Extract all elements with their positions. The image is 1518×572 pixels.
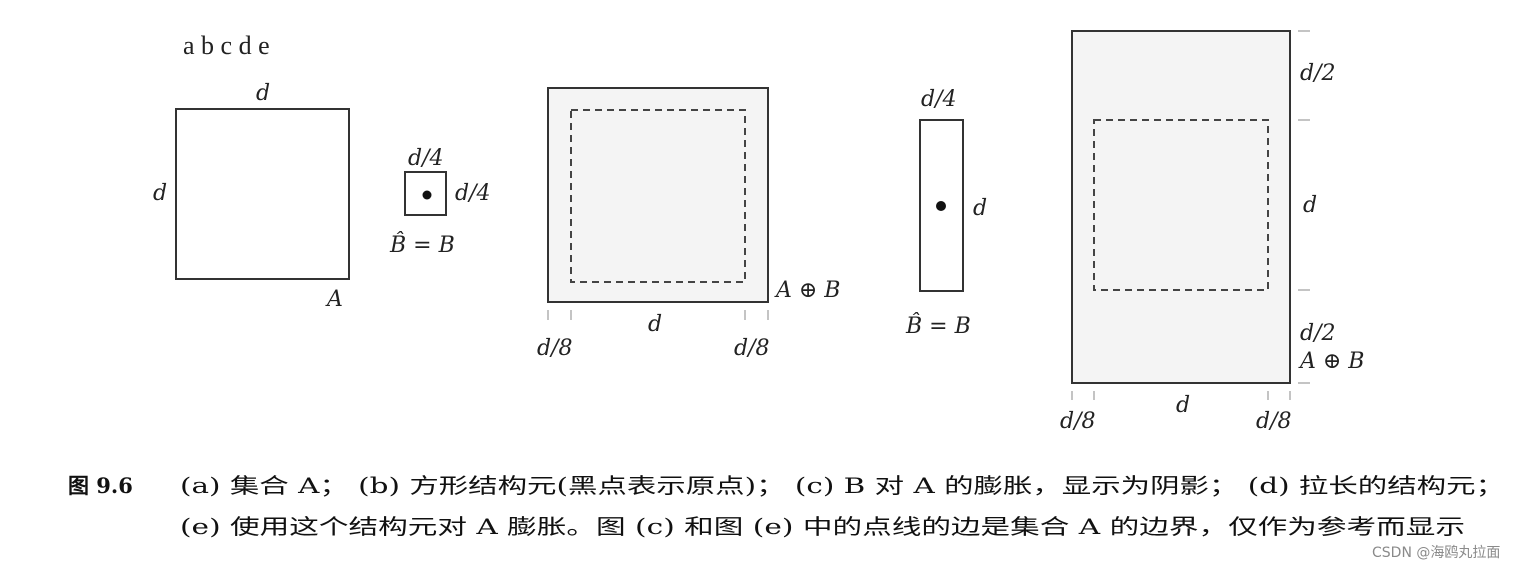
set-a-boundary [570, 109, 746, 283]
caption-line-1: (a) 集合 A； (b) 方形结构元(黑点表示原点)； (c) B 对 A 的… [180, 474, 1505, 498]
panel-b-top-label: d/4 [408, 146, 444, 171]
panel-letters: a b c d e [183, 31, 270, 60]
dilation-result [1071, 30, 1291, 384]
panel-e-right-top: d/2 [1300, 61, 1336, 86]
panel-a-name: A [325, 287, 343, 312]
set-a-square [175, 108, 350, 280]
panel-e-bottom-left: d/8 [1060, 409, 1096, 434]
panel-c-bottom-left: d/8 [537, 336, 573, 361]
dilation-result [547, 87, 769, 303]
panel-a-left-label: d [153, 181, 167, 206]
panel-e-bottom-right: d/8 [1256, 409, 1292, 434]
panel-c-name: A ⊕ B [774, 278, 840, 303]
figure-number: 图 9.6 [68, 473, 133, 498]
panel-b: d/4 d/4 B̂ = B [389, 146, 491, 258]
panel-e-right-mid: d [1303, 193, 1317, 218]
panel-e-bottom-mid: d [1176, 393, 1190, 418]
origin-dot [936, 201, 946, 211]
panel-e-right-bottom: d/2 [1300, 321, 1336, 346]
panel-d-caption: B̂ = B [905, 313, 971, 339]
elongated-structuring-element [919, 119, 964, 292]
caption-line-2: (e) 使用这个结构元对 A 膨胀。图 (c) 和图 (e) 中的点线的边是集合… [180, 515, 1465, 539]
panel-a-top-label: d [256, 81, 270, 106]
panel-d: d/4 d B̂ = B [905, 87, 987, 339]
panel-e-name: A ⊕ B [1298, 349, 1364, 374]
panel-c-bottom-mid: d [648, 312, 662, 337]
origin-dot [422, 190, 432, 200]
panel-d-top-label: d/4 [921, 87, 957, 112]
panel-a: d d A [153, 81, 350, 312]
panel-e: d/2 d d/2 A ⊕ B d/8 d d/8 [1060, 30, 1364, 434]
panel-c: A ⊕ B d/8 d d/8 [537, 87, 840, 361]
panel-b-caption: B̂ = B [389, 232, 455, 258]
set-a-boundary [1093, 119, 1269, 291]
panel-c-bottom-right: d/8 [734, 336, 770, 361]
watermark: CSDN @海鸥丸拉面 [1372, 544, 1500, 561]
panel-d-right-label: d [973, 196, 987, 221]
panel-b-right-label: d/4 [455, 181, 491, 206]
square-structuring-element [404, 171, 447, 216]
